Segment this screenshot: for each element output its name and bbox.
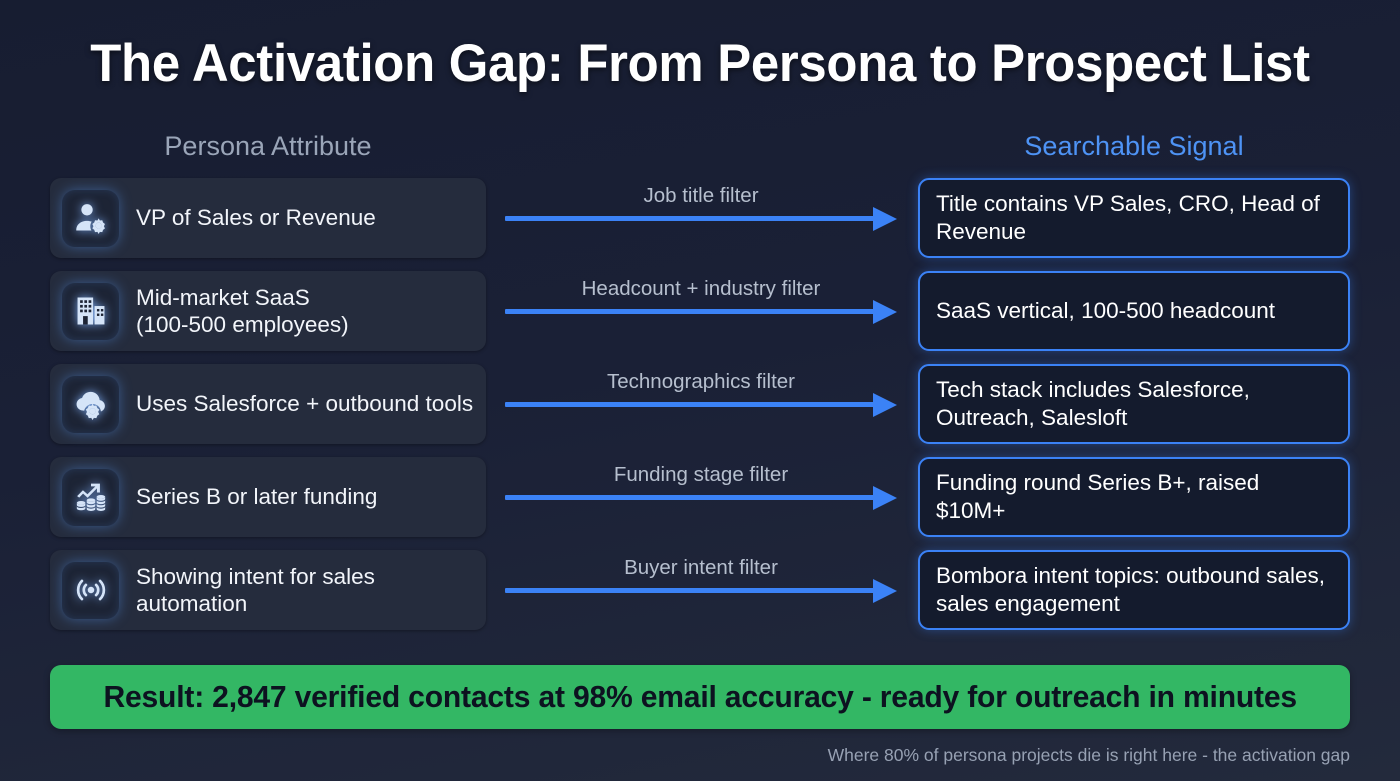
- persona-card[interactable]: Mid-market SaaS (100-500 employees): [50, 271, 486, 351]
- arrow-head-icon: [873, 300, 897, 324]
- signal-label: SaaS vertical, 100-500 headcount: [936, 298, 1275, 324]
- arrow-label: Technographics filter: [606, 370, 795, 393]
- broadcast-signal-icon: [62, 561, 119, 619]
- result-text: Result: 2,847 verified contacts at 98% e…: [103, 679, 1297, 714]
- arrow-line: [505, 495, 875, 500]
- building-icon: [62, 282, 119, 340]
- column-header-persona: Persona Attribute: [164, 131, 372, 161]
- signal-label: Funding round Series B+, raised $10M+: [936, 470, 1260, 523]
- persona-card[interactable]: Showing intent for sales automation: [50, 550, 486, 630]
- money-growth-icon: [62, 468, 119, 526]
- mapping-arrow: Funding stage filter: [505, 457, 897, 537]
- mapping-arrow: Buyer intent filter: [505, 550, 897, 630]
- arrow-head-icon: [873, 486, 897, 510]
- mapping-row: Mid-market SaaS (100-500 employees) Head…: [0, 271, 1400, 351]
- persona-label: Series B or later funding: [136, 484, 378, 510]
- signal-label: Bombora intent topics: outbound sales, s…: [936, 563, 1325, 616]
- signal-label: Title contains VP Sales, CRO, Head of Re…: [936, 191, 1320, 244]
- arrow-label: Funding stage filter: [613, 463, 789, 486]
- signal-label: Tech stack includes Salesforce, Outreach…: [936, 377, 1250, 430]
- column-headers: Persona Attribute Searchable Signal: [0, 131, 1400, 171]
- persona-label: VP of Sales or Revenue: [136, 205, 376, 231]
- mapping-row: Uses Salesforce + outbound tools Technog…: [0, 364, 1400, 444]
- persona-card[interactable]: Series B or later funding: [50, 457, 486, 537]
- arrow-label: Job title filter: [643, 184, 759, 207]
- persona-label: Uses Salesforce + outbound tools: [136, 391, 474, 417]
- signal-card[interactable]: Funding round Series B+, raised $10M+: [918, 457, 1350, 537]
- signal-card[interactable]: SaaS vertical, 100-500 headcount: [918, 271, 1350, 351]
- mapping-arrow: Headcount + industry filter: [505, 271, 897, 351]
- user-gear-icon: [62, 189, 119, 247]
- mapping-row: VP of Sales or Revenue Job title filter …: [0, 178, 1400, 258]
- arrow-line: [505, 588, 875, 593]
- signal-card[interactable]: Tech stack includes Salesforce, Outreach…: [918, 364, 1350, 444]
- mapping-arrow: Technographics filter: [505, 364, 897, 444]
- page-title: The Activation Gap: From Persona to Pros…: [90, 34, 1310, 93]
- persona-card[interactable]: VP of Sales or Revenue: [50, 178, 486, 258]
- footer-note: Where 80% of persona projects die is rig…: [827, 745, 1350, 765]
- persona-label: Showing intent for sales automation: [136, 563, 375, 616]
- persona-card[interactable]: Uses Salesforce + outbound tools: [50, 364, 486, 444]
- persona-label: Mid-market SaaS (100-500 employees): [136, 284, 349, 337]
- arrow-line: [505, 216, 875, 221]
- arrow-label: Headcount + industry filter: [581, 277, 821, 300]
- arrow-line: [505, 309, 875, 314]
- mapping-row: Series B or later funding Funding stage …: [0, 457, 1400, 537]
- mapping-arrow: Job title filter: [505, 178, 897, 258]
- mapping-rows: VP of Sales or Revenue Job title filter …: [0, 178, 1400, 643]
- signal-card[interactable]: Bombora intent topics: outbound sales, s…: [918, 550, 1350, 630]
- arrow-line: [505, 402, 875, 407]
- result-banner: Result: 2,847 verified contacts at 98% e…: [50, 665, 1350, 729]
- arrow-head-icon: [873, 579, 897, 603]
- arrow-label: Buyer intent filter: [624, 556, 778, 579]
- mapping-row: Showing intent for sales automation Buye…: [0, 550, 1400, 630]
- signal-card[interactable]: Title contains VP Sales, CRO, Head of Re…: [918, 178, 1350, 258]
- column-header-signal: Searchable Signal: [1024, 131, 1244, 161]
- arrow-head-icon: [873, 393, 897, 417]
- cloud-gear-icon: [62, 375, 119, 433]
- arrow-head-icon: [873, 207, 897, 231]
